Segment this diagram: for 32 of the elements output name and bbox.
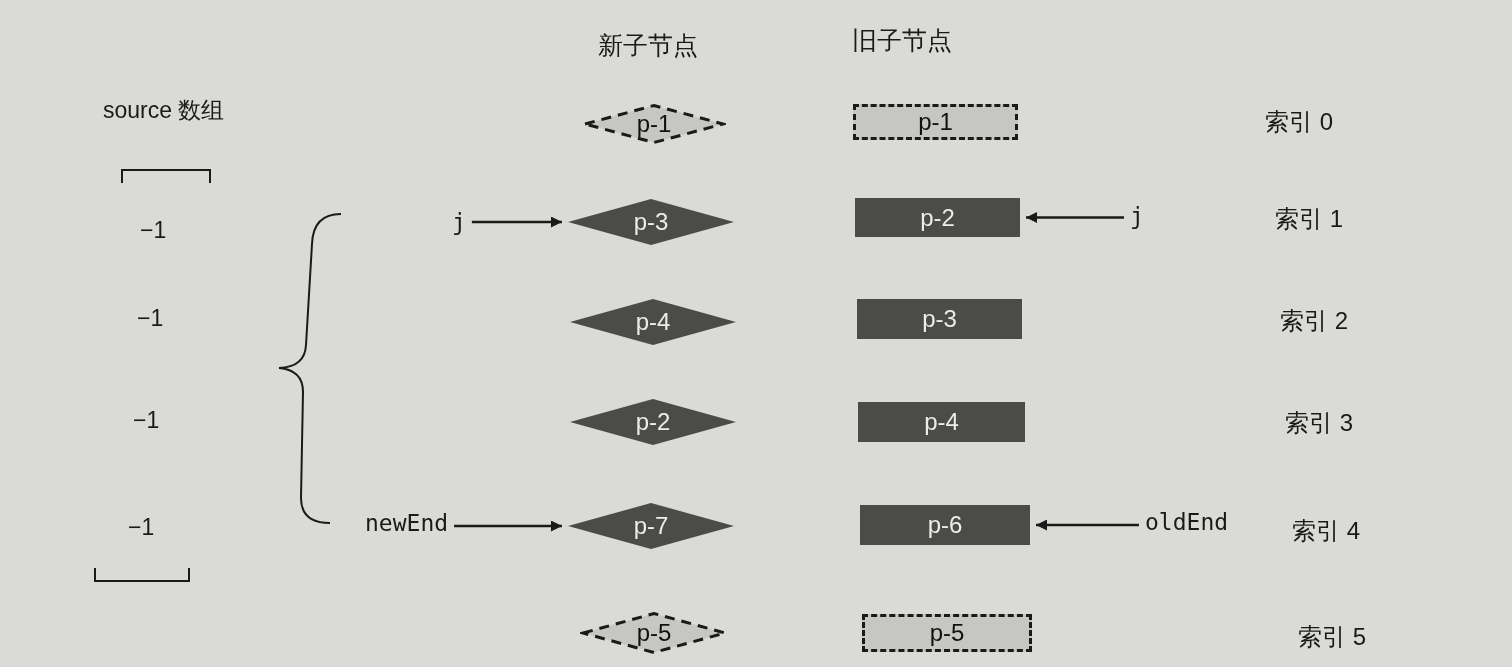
rectangle-node: p-4 [858, 402, 1025, 442]
rectangle-node: p-6 [860, 505, 1030, 545]
diamond-node: p-4 [570, 299, 736, 345]
arrow [471, 216, 562, 228]
rectangle-node: p-5 [862, 614, 1032, 652]
diamond-node: p-1 [582, 104, 726, 144]
diamond-node: p-7 [568, 503, 734, 549]
index-label: 索引 5 [1298, 621, 1366, 651]
rectangle-node: p-1 [853, 104, 1018, 140]
array-value: −1 [140, 216, 167, 245]
index-label: 索引 1 [1275, 203, 1343, 233]
column-heading: 旧子节点 [852, 25, 952, 55]
diamond-node: p-3 [568, 199, 734, 245]
index-label: 索引 0 [1265, 106, 1333, 136]
arrow [454, 520, 562, 532]
index-label: 索引 3 [1285, 407, 1353, 437]
arrow [1026, 212, 1124, 223]
rectangle-node: p-3 [857, 299, 1022, 339]
pointer-label: oldEnd [1145, 508, 1229, 536]
index-label: 索引 2 [1280, 305, 1348, 335]
rectangle-node: p-2 [855, 198, 1020, 237]
array-value: −1 [137, 304, 164, 333]
array-value: −1 [133, 406, 160, 435]
pointer-label: j [1130, 202, 1144, 230]
arrow [1036, 519, 1139, 531]
array-heading: source 数组 [103, 96, 225, 125]
index-label: 索引 4 [1292, 515, 1360, 545]
column-heading: 新子节点 [598, 30, 698, 60]
array-value: −1 [128, 513, 155, 542]
pointer-label: newEnd [365, 509, 449, 537]
diamond-node: p-2 [570, 399, 736, 445]
pointer-label: j [452, 208, 466, 236]
